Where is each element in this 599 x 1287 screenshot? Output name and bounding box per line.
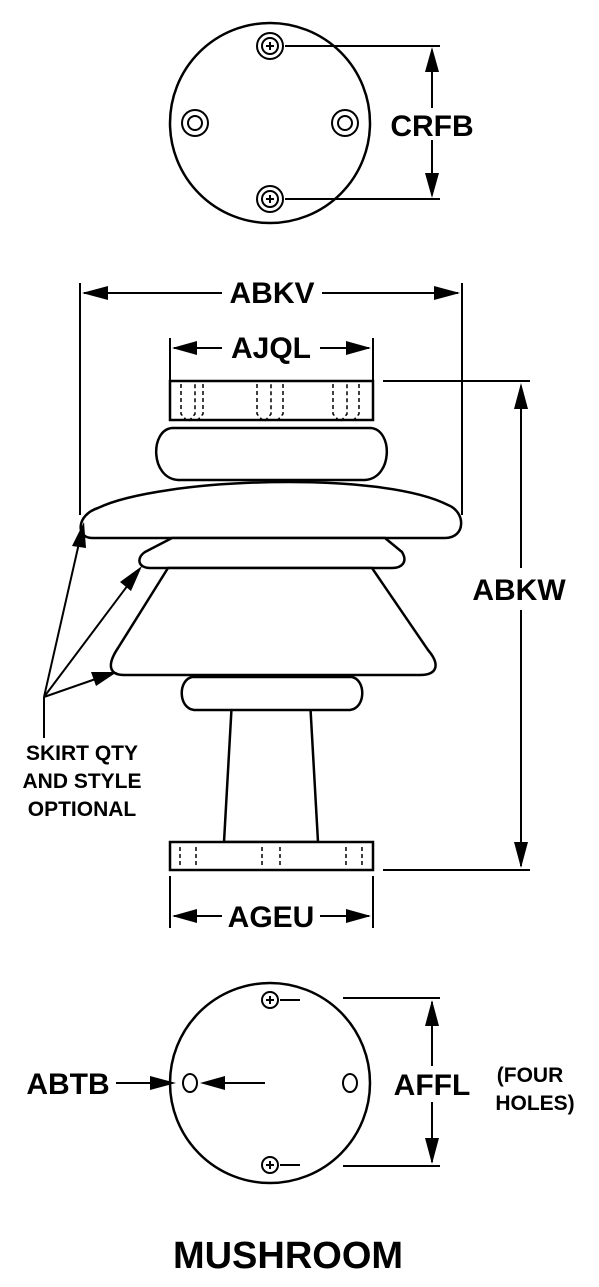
side-view: ABKV AJQL: [22, 277, 566, 934]
bottom-view: ABTB AFFL (FOUR HOLES): [26, 981, 575, 1185]
four-holes-line1: (FOUR: [497, 1064, 564, 1087]
affl-label: AFFL: [394, 1069, 471, 1102]
crfb-arrow-down: [425, 173, 439, 198]
skirt-3: [109, 566, 437, 677]
top-view-outline: [168, 21, 372, 225]
bottom-right-hole-icon: [342, 1073, 358, 1093]
bottom-bottom-screw-icon: [261, 1156, 279, 1174]
insulator-stem: [222, 699, 320, 844]
base-plate: [168, 840, 375, 872]
skirt-1: [79, 480, 463, 540]
skirt-leaders: [43, 522, 142, 738]
abkw-label: ABKW: [472, 574, 566, 607]
ajql-arrow-left: [172, 341, 197, 355]
bottom-top-screw-icon: [261, 991, 279, 1009]
ageu-arrow-right: [346, 909, 371, 923]
top-screw-icon: [256, 32, 284, 60]
top-view: CRFB: [168, 21, 474, 225]
ageu-label: AGEU: [228, 901, 315, 934]
skirt-note-line1: SKIRT QTY: [26, 742, 138, 765]
affl-arrow-down: [425, 1138, 439, 1164]
upper-body: [155, 426, 388, 482]
bottom-left-hole-icon: [182, 1073, 198, 1093]
diagram-title: MUSHROOM: [173, 1235, 403, 1277]
affl-arrow-up: [425, 1000, 439, 1026]
four-holes-line2: HOLES): [495, 1092, 574, 1115]
base-bolt-holes: [179, 847, 363, 865]
right-hole-icon: [331, 109, 359, 137]
ajql-label: AJQL: [231, 332, 311, 365]
abkv-label: ABKV: [229, 277, 314, 310]
abkv-arrow-right: [434, 286, 460, 300]
bottom-screw-icon: [256, 185, 284, 213]
left-hole-icon: [181, 109, 209, 137]
abkw-arrow-up: [514, 383, 528, 409]
cap-bolt-holes: [180, 384, 360, 424]
ageu-arrow-left: [172, 909, 197, 923]
crfb-label: CRFB: [390, 110, 473, 143]
abtb-arrow: [150, 1076, 176, 1090]
abtb-label: ABTB: [26, 1068, 109, 1101]
skirt-note-line2: AND STYLE: [22, 770, 141, 793]
ajql-arrow-right: [346, 341, 371, 355]
abkv-arrow-left: [82, 286, 108, 300]
skirt-2: [138, 536, 406, 570]
hole-pointer-arrow: [200, 1076, 225, 1090]
abkw-arrow-down: [514, 842, 528, 868]
crfb-arrow-up: [425, 47, 439, 72]
lower-body: [180, 675, 364, 712]
skirt-note-line3: OPTIONAL: [28, 798, 137, 821]
